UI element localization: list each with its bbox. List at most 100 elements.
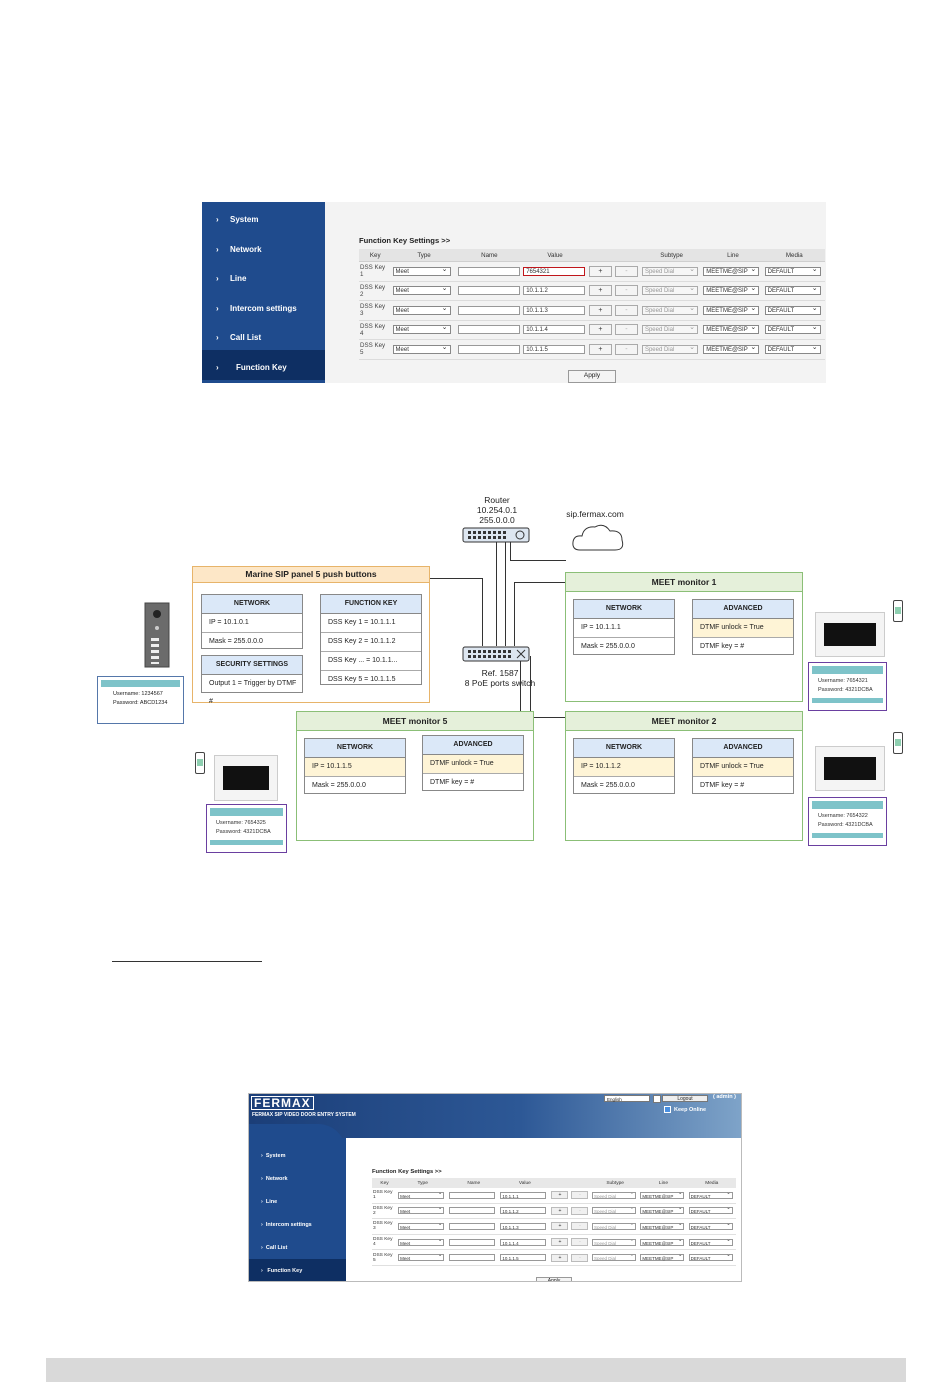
subtype-select[interactable]: Speed Dial — [641, 323, 698, 335]
type-select[interactable]: Meet — [392, 284, 451, 296]
logout-button[interactable]: Logout — [662, 1095, 708, 1102]
remove-button[interactable]: - — [614, 343, 638, 355]
remove-button[interactable]: - — [614, 304, 638, 316]
value-input[interactable]: 10.1.1.3 — [523, 305, 586, 315]
name-input[interactable] — [449, 1207, 496, 1215]
media-select[interactable]: DEFAULT — [764, 265, 821, 276]
line-select[interactable]: MEETME@SIP — [640, 1190, 685, 1199]
media-select[interactable]: DEFAULT — [764, 284, 821, 296]
sidebar-item-system[interactable]: ›System — [202, 202, 325, 232]
media-select[interactable]: DEFAULT — [688, 1237, 733, 1246]
name-input[interactable] — [449, 1191, 496, 1199]
subtype-select[interactable]: Speed Dial — [592, 1221, 636, 1230]
type-select[interactable]: Meet — [392, 304, 451, 315]
media-select[interactable]: DEFAULT — [688, 1221, 733, 1230]
apply-button[interactable]: Apply — [536, 1276, 572, 1281]
name-input[interactable] — [457, 344, 520, 354]
type-select[interactable]: Meet — [392, 323, 451, 335]
sidebar-item-line[interactable]: › Line — [261, 1199, 278, 1205]
subtype-select[interactable]: Speed Dial — [641, 304, 698, 315]
value-input[interactable]: 10.1.1.3 — [500, 1222, 547, 1230]
value-input[interactable]: 7654321 — [523, 266, 586, 276]
sidebar-item-call-list[interactable]: › Call List — [261, 1245, 288, 1251]
name-input[interactable] — [457, 325, 520, 335]
subtype-select[interactable]: Speed Dial — [641, 284, 698, 296]
value-input[interactable]: 10.1.1.5 — [523, 344, 586, 354]
line-select[interactable]: MEETME@SIP — [703, 304, 760, 315]
language-select[interactable]: English — [604, 1095, 650, 1102]
remove-button[interactable]: - — [571, 1238, 589, 1247]
type-select[interactable]: Meet — [398, 1252, 445, 1262]
value-input[interactable]: 10.1.1.1 — [500, 1191, 547, 1199]
add-button[interactable]: + — [588, 343, 612, 355]
media-select[interactable]: DEFAULT — [764, 304, 821, 315]
value-input[interactable]: 10.1.1.2 — [523, 286, 586, 296]
remove-button[interactable]: - — [571, 1191, 589, 1200]
value-input[interactable]: 10.1.1.5 — [500, 1254, 547, 1262]
type-select[interactable]: Meet — [398, 1221, 445, 1230]
name-input[interactable] — [449, 1238, 496, 1246]
remove-button[interactable]: - — [571, 1253, 589, 1262]
subtype-select[interactable]: Speed Dial — [641, 265, 698, 276]
line-select[interactable]: MEETME@SIP — [640, 1237, 685, 1246]
sidebar-item-network[interactable]: ›Network — [202, 232, 325, 262]
add-button[interactable]: + — [588, 324, 612, 336]
add-button[interactable]: + — [588, 304, 612, 316]
sidebar-item-line[interactable]: ›Line — [202, 261, 325, 291]
type-select[interactable]: Meet — [392, 265, 451, 276]
value-input[interactable]: 10.1.1.4 — [500, 1238, 547, 1246]
sidebar-item-function-key[interactable]: ›Function Key — [202, 349, 325, 380]
remove-button[interactable]: - — [614, 285, 638, 297]
line-select[interactable]: MEETME@SIP — [640, 1221, 685, 1230]
value-input[interactable]: 10.1.1.2 — [500, 1207, 547, 1215]
remove-button[interactable]: - — [571, 1206, 589, 1215]
subtype-select[interactable]: Speed Dial — [641, 343, 698, 354]
remove-button[interactable]: - — [614, 324, 638, 336]
line-select[interactable]: MEETME@SIP — [703, 284, 760, 296]
apply-button[interactable]: Apply — [568, 369, 616, 383]
name-input[interactable] — [457, 286, 520, 296]
line-select[interactable]: MEETME@SIP — [703, 343, 760, 354]
sidebar-item-call-list[interactable]: ›Call List — [202, 320, 325, 350]
value-input[interactable]: 10.1.1.4 — [523, 325, 586, 335]
type-select[interactable]: Meet — [392, 343, 451, 354]
keep-online-checkbox[interactable] — [664, 1106, 671, 1113]
add-button[interactable]: + — [588, 285, 612, 297]
media-select[interactable]: DEFAULT — [764, 323, 821, 335]
media-select[interactable]: DEFAULT — [688, 1190, 733, 1199]
add-button[interactable]: + — [551, 1222, 569, 1231]
line-select[interactable]: MEETME@SIP — [703, 323, 760, 335]
type-select[interactable]: Meet — [398, 1237, 445, 1246]
line-select[interactable]: MEETME@SIP — [703, 265, 760, 276]
sidebar-item-network[interactable]: › Network — [261, 1176, 288, 1182]
sidebar-item-intercom-settings[interactable]: ›Intercom settings — [202, 291, 325, 321]
media-select[interactable]: DEFAULT — [688, 1252, 733, 1262]
add-button[interactable]: + — [551, 1206, 569, 1215]
line-select[interactable]: MEETME@SIP — [640, 1252, 685, 1262]
name-input[interactable] — [457, 266, 520, 276]
add-button[interactable]: + — [588, 265, 612, 277]
add-button[interactable]: + — [551, 1191, 569, 1200]
subtype-select[interactable]: Speed Dial — [592, 1237, 636, 1246]
name-input[interactable] — [449, 1222, 496, 1230]
sidebar-item-system[interactable]: › System — [261, 1153, 286, 1159]
subtype-select[interactable]: Speed Dial — [592, 1190, 636, 1199]
keep-online[interactable]: Keep Online — [664, 1106, 706, 1113]
type-select[interactable]: Meet — [398, 1190, 445, 1199]
add-button[interactable]: + — [551, 1238, 569, 1247]
media-select[interactable]: DEFAULT — [764, 343, 821, 354]
panel-security-title: SECURITY SETTINGS — [202, 656, 302, 675]
sidebar-item-function-key[interactable]: › Function Key — [249, 1259, 346, 1281]
add-button[interactable]: + — [551, 1253, 569, 1262]
line-select[interactable]: MEETME@SIP — [640, 1205, 685, 1215]
remove-button[interactable]: - — [571, 1222, 589, 1231]
media-select[interactable]: DEFAULT — [688, 1205, 733, 1215]
subtype-select[interactable]: Speed Dial — [592, 1205, 636, 1215]
type-select[interactable]: Meet — [398, 1205, 445, 1215]
subtype-select[interactable]: Speed Dial — [592, 1252, 636, 1262]
remove-button[interactable]: - — [614, 265, 638, 277]
header-checkbox[interactable] — [653, 1095, 661, 1103]
sidebar-item-intercom-settings[interactable]: › Intercom settings — [261, 1222, 312, 1228]
name-input[interactable] — [449, 1254, 496, 1262]
name-input[interactable] — [457, 305, 520, 315]
